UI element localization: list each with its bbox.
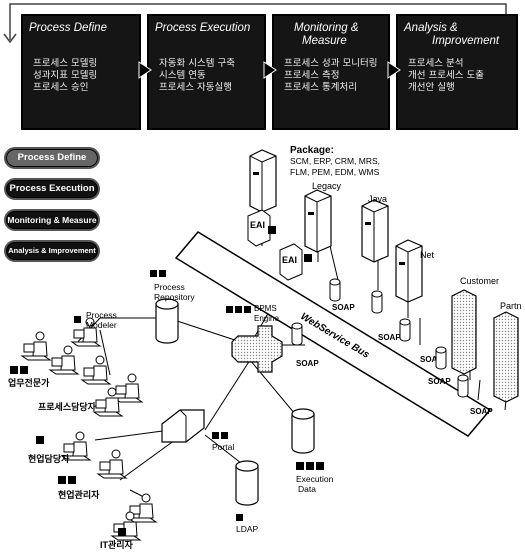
arrow-right-icon: [263, 61, 277, 79]
execution-data-label: Execution: [296, 474, 334, 484]
ldap-label: LDAP: [236, 524, 259, 534]
phase-title: Monitoring &: [294, 22, 359, 34]
phase-item: 프로세스 성과 모니터링: [284, 58, 378, 69]
phase-item: 프로세스 승인: [33, 82, 89, 93]
business-users: 현업담당자 현업관리자: [28, 431, 127, 500]
portal: Portal: [161, 409, 234, 452]
arrow-right-icon: [138, 61, 152, 79]
eai-label: EAI: [250, 220, 265, 230]
modeler-label: Modeler: [86, 320, 117, 330]
eai-node: EAI: [279, 243, 312, 281]
it-manager-user: IT관리자: [100, 493, 157, 550]
phase-title: Process Execution: [155, 22, 251, 34]
phase-item: 개선 프로세스 도출: [408, 70, 484, 81]
user-expert-label: 업무전문가: [8, 377, 50, 388]
partner-server: Partn: [493, 301, 522, 403]
net-label: Net: [420, 250, 435, 260]
expert-users: 업무전문가: [8, 331, 111, 388]
phase-item: 프로세스 측정: [284, 70, 340, 81]
engine-label: Engine: [254, 314, 279, 323]
portal-label: Portal: [212, 442, 234, 452]
webservice-bus: WebService Bus: [174, 231, 492, 437]
phase-monitoring-measure: Monitoring & Measure 프로세스 성과 모니터링 프로세스 측…: [272, 14, 390, 130]
net-server: Net: [395, 239, 435, 303]
nav-process-define[interactable]: Process Define: [4, 147, 100, 169]
package-label: Package:: [290, 145, 334, 156]
soap-label: SOAP: [470, 407, 493, 416]
engine-label: BPMS: [254, 304, 277, 313]
phase-item: 프로세스 자동실행: [159, 82, 232, 93]
java-server: Java: [361, 194, 389, 263]
soap-connector: SOAP: [428, 346, 451, 386]
nav-analysis-improvement[interactable]: Analysis & Improvement: [4, 240, 100, 262]
package-server: Package: SCM, ERP, CRM, MRS, FLM, PEM, E…: [249, 145, 380, 213]
nav-process-execution[interactable]: Process Execution: [4, 178, 100, 200]
process-owner-users: 프로세스담당자: [38, 373, 143, 417]
package-label: SCM, ERP, CRM, MRS,: [290, 156, 380, 166]
execution-data: Execution Data: [291, 408, 334, 494]
phase-item: 프로세스 모델링: [33, 58, 98, 69]
process-modeler-user: Process Modeler: [71, 310, 117, 347]
process-repository: Process Repository: [150, 270, 195, 344]
eai-node: EAI: [247, 209, 276, 247]
phase-item: 프로세스 통계처리: [284, 82, 357, 93]
phase-item: 성과지표 모델링: [33, 70, 98, 81]
arrow-right-icon: [387, 61, 401, 79]
phase-title: Improvement: [432, 35, 500, 47]
legacy-label: Legacy: [312, 181, 342, 191]
user-work-label: 현업담당자: [28, 453, 70, 464]
soap-connector: SOAP: [399, 318, 443, 364]
soap-label: SOAP: [378, 333, 401, 342]
soap-connector: SOAP: [371, 290, 401, 342]
user-process-label: 프로세스담당자: [38, 401, 97, 412]
soap-label: SOAP: [332, 303, 355, 312]
user-manager-label: 현업관리자: [58, 489, 100, 500]
modeler-label: Process: [86, 310, 117, 320]
repository-label: Process: [154, 282, 185, 292]
soap-connector: SOAP: [329, 278, 355, 312]
phase-arrows: [138, 61, 401, 79]
partner-label: Partn: [500, 301, 522, 311]
phase-item: 시스템 연동: [159, 70, 206, 81]
user-it-label: IT관리자: [100, 539, 134, 550]
legacy-server: Legacy: [304, 181, 342, 253]
nav-monitoring-measure[interactable]: Monitoring & Measure: [4, 209, 100, 231]
repository-label: Repository: [154, 292, 195, 302]
soap-connector: SOAP: [291, 322, 319, 368]
soap-label: SOAP: [296, 359, 319, 368]
phase-title: Process Define: [29, 22, 107, 34]
soap-label: SOAP: [428, 377, 451, 386]
soap-label: SOAP: [420, 355, 443, 364]
execution-data-label: Data: [298, 484, 316, 494]
java-label: Java: [368, 194, 387, 204]
phase-title: Analysis &: [404, 22, 458, 34]
ldap: LDAP: [235, 460, 259, 534]
phase-title: Measure: [302, 35, 347, 47]
eai-label: EAI: [282, 255, 297, 265]
package-label: FLM, PEM, EDM, WMS: [290, 167, 380, 177]
bpms-engine: BPMS Engine: [226, 304, 283, 373]
customer-label: Customer: [460, 276, 499, 286]
phase-item: 개선안 실행: [408, 82, 455, 93]
soap-connector: SOAP: [457, 374, 493, 416]
phase-item: 프로세스 분석: [408, 58, 464, 69]
phase-item: 자동화 시스템 구축: [159, 58, 235, 69]
customer-server: Customer: [451, 276, 499, 375]
